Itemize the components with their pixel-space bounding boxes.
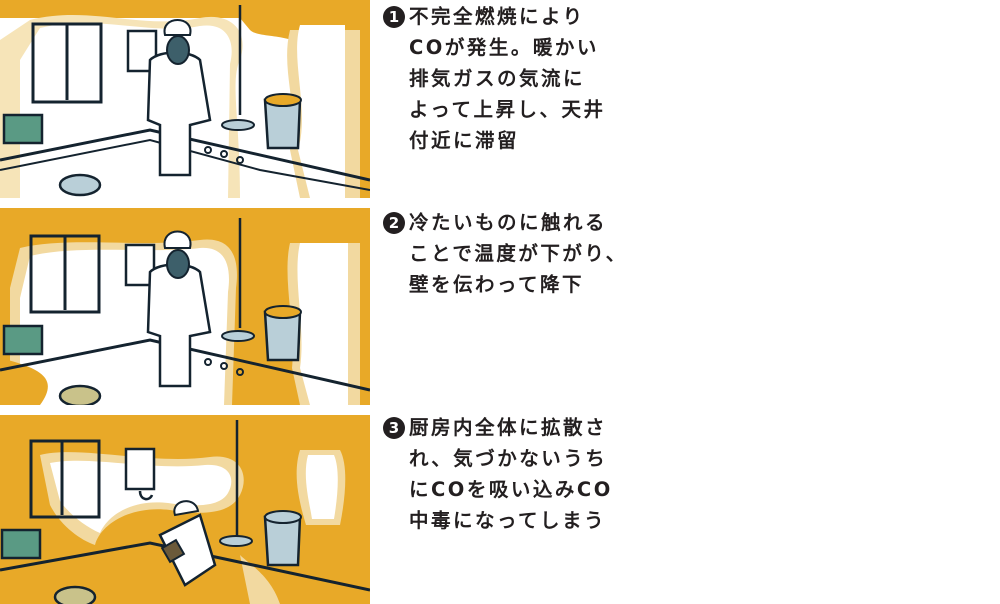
caption-line: れ、気づかないうち bbox=[409, 447, 608, 470]
illustration-step-2 bbox=[0, 208, 370, 405]
illustration-step-1 bbox=[0, 0, 370, 198]
caption-line: 厨房内全体に拡散さ bbox=[409, 416, 608, 439]
caption-line: 付近に滞留 bbox=[409, 129, 520, 152]
step-number-badge: 2 bbox=[383, 212, 405, 234]
caption-line: 不完全燃焼により bbox=[409, 5, 585, 28]
caption-line: にCOを吸い込みCO bbox=[409, 478, 613, 501]
step-number-badge: 3 bbox=[383, 417, 405, 439]
illustration-step-3 bbox=[0, 415, 370, 604]
caption-line: COが発生。暖かい bbox=[409, 36, 599, 59]
caption-line: 冷たいものに触れる bbox=[409, 211, 608, 234]
step-number-badge: 1 bbox=[383, 6, 405, 28]
caption-line: よって上昇し、天井 bbox=[409, 98, 606, 121]
kitchen-scene-3-image bbox=[0, 415, 370, 604]
kitchen-scene-1-image bbox=[0, 0, 370, 198]
caption-line: 壁を伝わって降下 bbox=[409, 273, 585, 296]
caption-line: 排気ガスの気流に bbox=[409, 67, 586, 90]
kitchen-scene-2-image bbox=[0, 208, 370, 405]
caption-line: ことで温度が下がり、 bbox=[409, 242, 628, 265]
caption-line: 中毒になってしまう bbox=[409, 509, 607, 532]
